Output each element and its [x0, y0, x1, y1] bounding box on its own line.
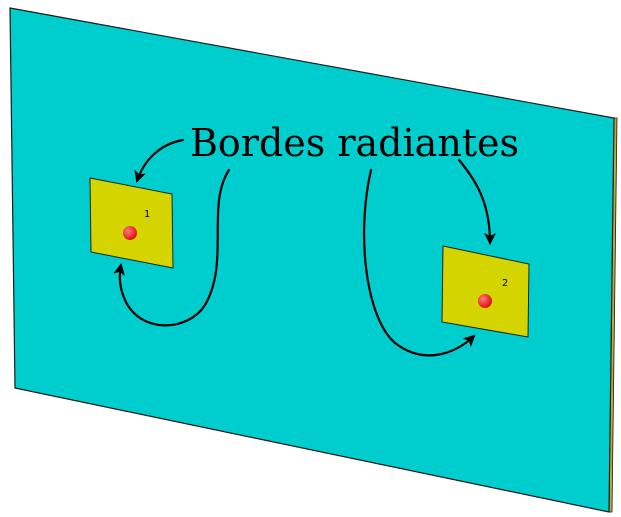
arrow-bottom-right — [363, 168, 476, 357]
patch-1 — [89, 177, 174, 269]
patch-2 — [441, 245, 530, 338]
ground-plane — [9, 7, 615, 513]
feed-point-1 — [123, 226, 137, 240]
arrow-top-left — [134, 138, 185, 183]
arrow-top-right — [457, 158, 496, 245]
feed-point-2 — [478, 294, 492, 308]
arrow-bottom-left — [113, 168, 231, 327]
patch-1-port-label: 1 — [144, 209, 150, 220]
patch-2-port-label: 2 — [502, 278, 508, 289]
annotation-label: Bordes radiantes — [190, 121, 519, 165]
